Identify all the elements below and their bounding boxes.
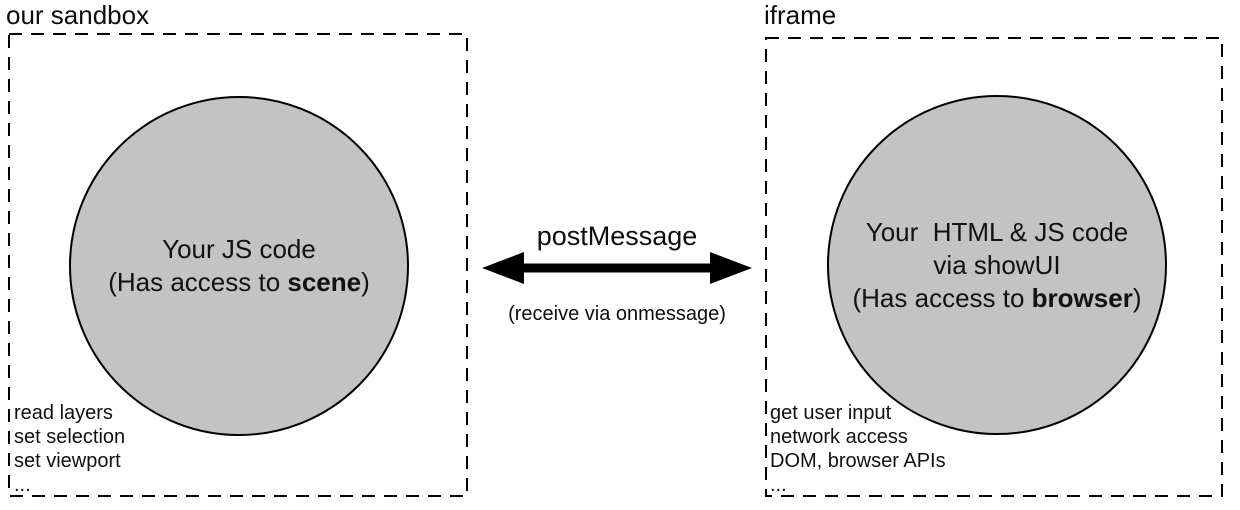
- iframe-circle-text: Your HTML & JS code via showUI (Has acce…: [853, 216, 1142, 315]
- capability-item: set selection: [14, 426, 126, 448]
- iframe-capabilities-list: get user input network access DOM, brows…: [770, 401, 946, 497]
- capability-item: network access: [770, 426, 908, 448]
- sandbox-circle-line1: Your JS code: [162, 234, 316, 264]
- iframe-circle-line2: via showUI: [933, 249, 1061, 280]
- capability-item: DOM, browser APIs: [770, 450, 946, 472]
- iframe-circle-line3-prefix: (Has access to: [852, 282, 1032, 313]
- sandbox-circle-text: Your JS code (Has access to scene): [108, 233, 370, 299]
- sandbox-circle-line2-bold: scene: [287, 267, 362, 297]
- iframe-circle-line1: Your HTML & JS code: [865, 216, 1129, 247]
- sandbox-title: our sandbox: [6, 0, 150, 30]
- double-headed-arrow-icon: [482, 252, 752, 284]
- iframe-title: iframe: [764, 0, 837, 30]
- capability-item: get user input: [770, 402, 892, 424]
- iframe-circle-line3: (Has access to browser): [853, 282, 1142, 315]
- iframe-circle-line3-bold: browser: [1031, 282, 1133, 313]
- sandbox-circle-line2-prefix: (Has access to: [108, 267, 288, 297]
- sandbox-boundary-box: [8, 33, 468, 497]
- capability-item: ...: [14, 474, 31, 496]
- sandbox-circle: Your JS code (Has access to scene): [69, 96, 409, 436]
- sandbox-circle-line2: (Has access to scene): [108, 266, 370, 299]
- onmessage-sublabel: (receive via onmessage): [508, 303, 726, 325]
- iframe-circle-line3-suffix: ): [1132, 282, 1142, 313]
- sandbox-capabilities-list: read layers set selection set viewport .…: [14, 401, 125, 497]
- capability-item: set viewport: [14, 450, 121, 472]
- iframe-boundary-box: [765, 37, 1223, 497]
- sandbox-circle-line2-suffix: ): [361, 267, 370, 297]
- capability-item: read layers: [14, 402, 113, 424]
- iframe-circle: Your HTML & JS code via showUI (Has acce…: [827, 95, 1167, 435]
- capability-item: ...: [770, 474, 787, 496]
- postmessage-label: postMessage: [536, 221, 698, 251]
